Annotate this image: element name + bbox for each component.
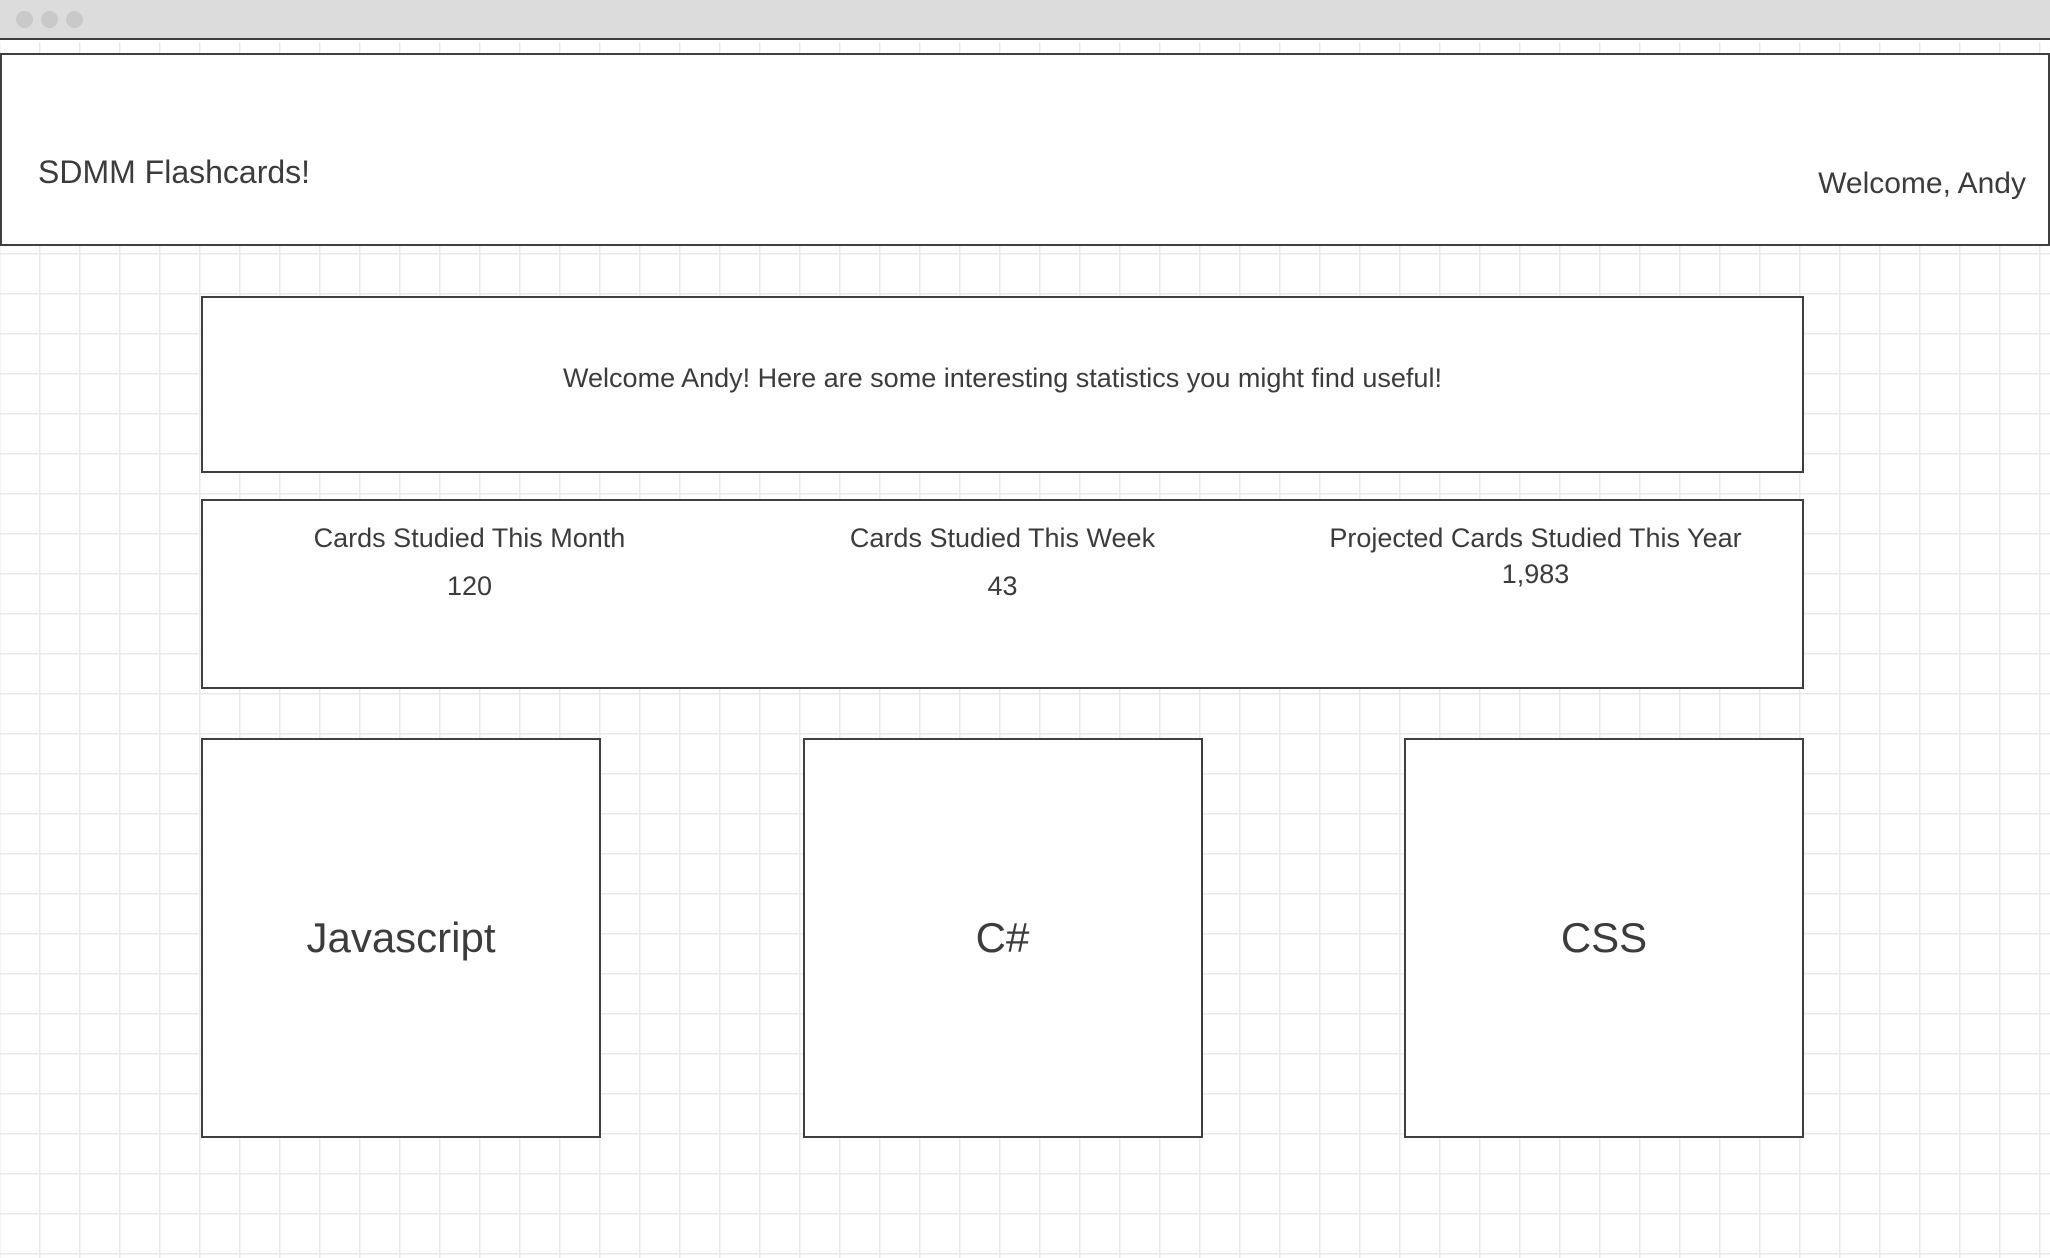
stat-projected-cards-studied-this-year: Projected Cards Studied This Year 1,983: [1269, 501, 1802, 588]
deck-label: C#: [975, 914, 1030, 961]
deck-card-css[interactable]: CSS: [1404, 738, 1804, 1138]
close-dot-icon[interactable]: [16, 11, 33, 28]
stat-value: 1,983: [1501, 558, 1570, 589]
statistics-card: Cards Studied This Month 120 Cards Studi…: [201, 499, 1804, 689]
deck-label: Javascript: [306, 914, 496, 961]
stat-label: Cards Studied This Month: [313, 523, 626, 553]
stat-value: 120: [446, 570, 493, 601]
stat-label: Cards Studied This Week: [849, 523, 1156, 553]
stat-label: Projected Cards Studied This Year: [1329, 523, 1742, 553]
app-header: SDMM Flashcards! Welcome, Andy: [0, 53, 2050, 246]
deck-card-javascript[interactable]: Javascript: [201, 738, 601, 1138]
window-titlebar: [0, 0, 2050, 40]
deck-label: CSS: [1560, 914, 1648, 961]
deck-card-csharp[interactable]: C#: [802, 738, 1203, 1138]
welcome-message-card: Welcome Andy! Here are some interesting …: [201, 296, 1804, 473]
window-controls: [16, 11, 83, 28]
page-title: SDMM Flashcards!: [38, 154, 311, 190]
welcome-message-text: Welcome Andy! Here are some interesting …: [563, 363, 1442, 393]
page-canvas: SDMM Flashcards! Welcome, Andy Welcome A…: [0, 42, 2050, 1258]
stat-cards-studied-this-week: Cards Studied This Week 43: [736, 501, 1269, 600]
stat-value: 43: [987, 570, 1018, 601]
stat-cards-studied-this-month: Cards Studied This Month 120: [203, 501, 736, 600]
minimize-dot-icon[interactable]: [41, 11, 58, 28]
maximize-dot-icon[interactable]: [66, 11, 83, 28]
deck-list: Javascript C# CSS: [201, 738, 1804, 1138]
welcome-user-label: Welcome, Andy: [1818, 167, 2026, 200]
